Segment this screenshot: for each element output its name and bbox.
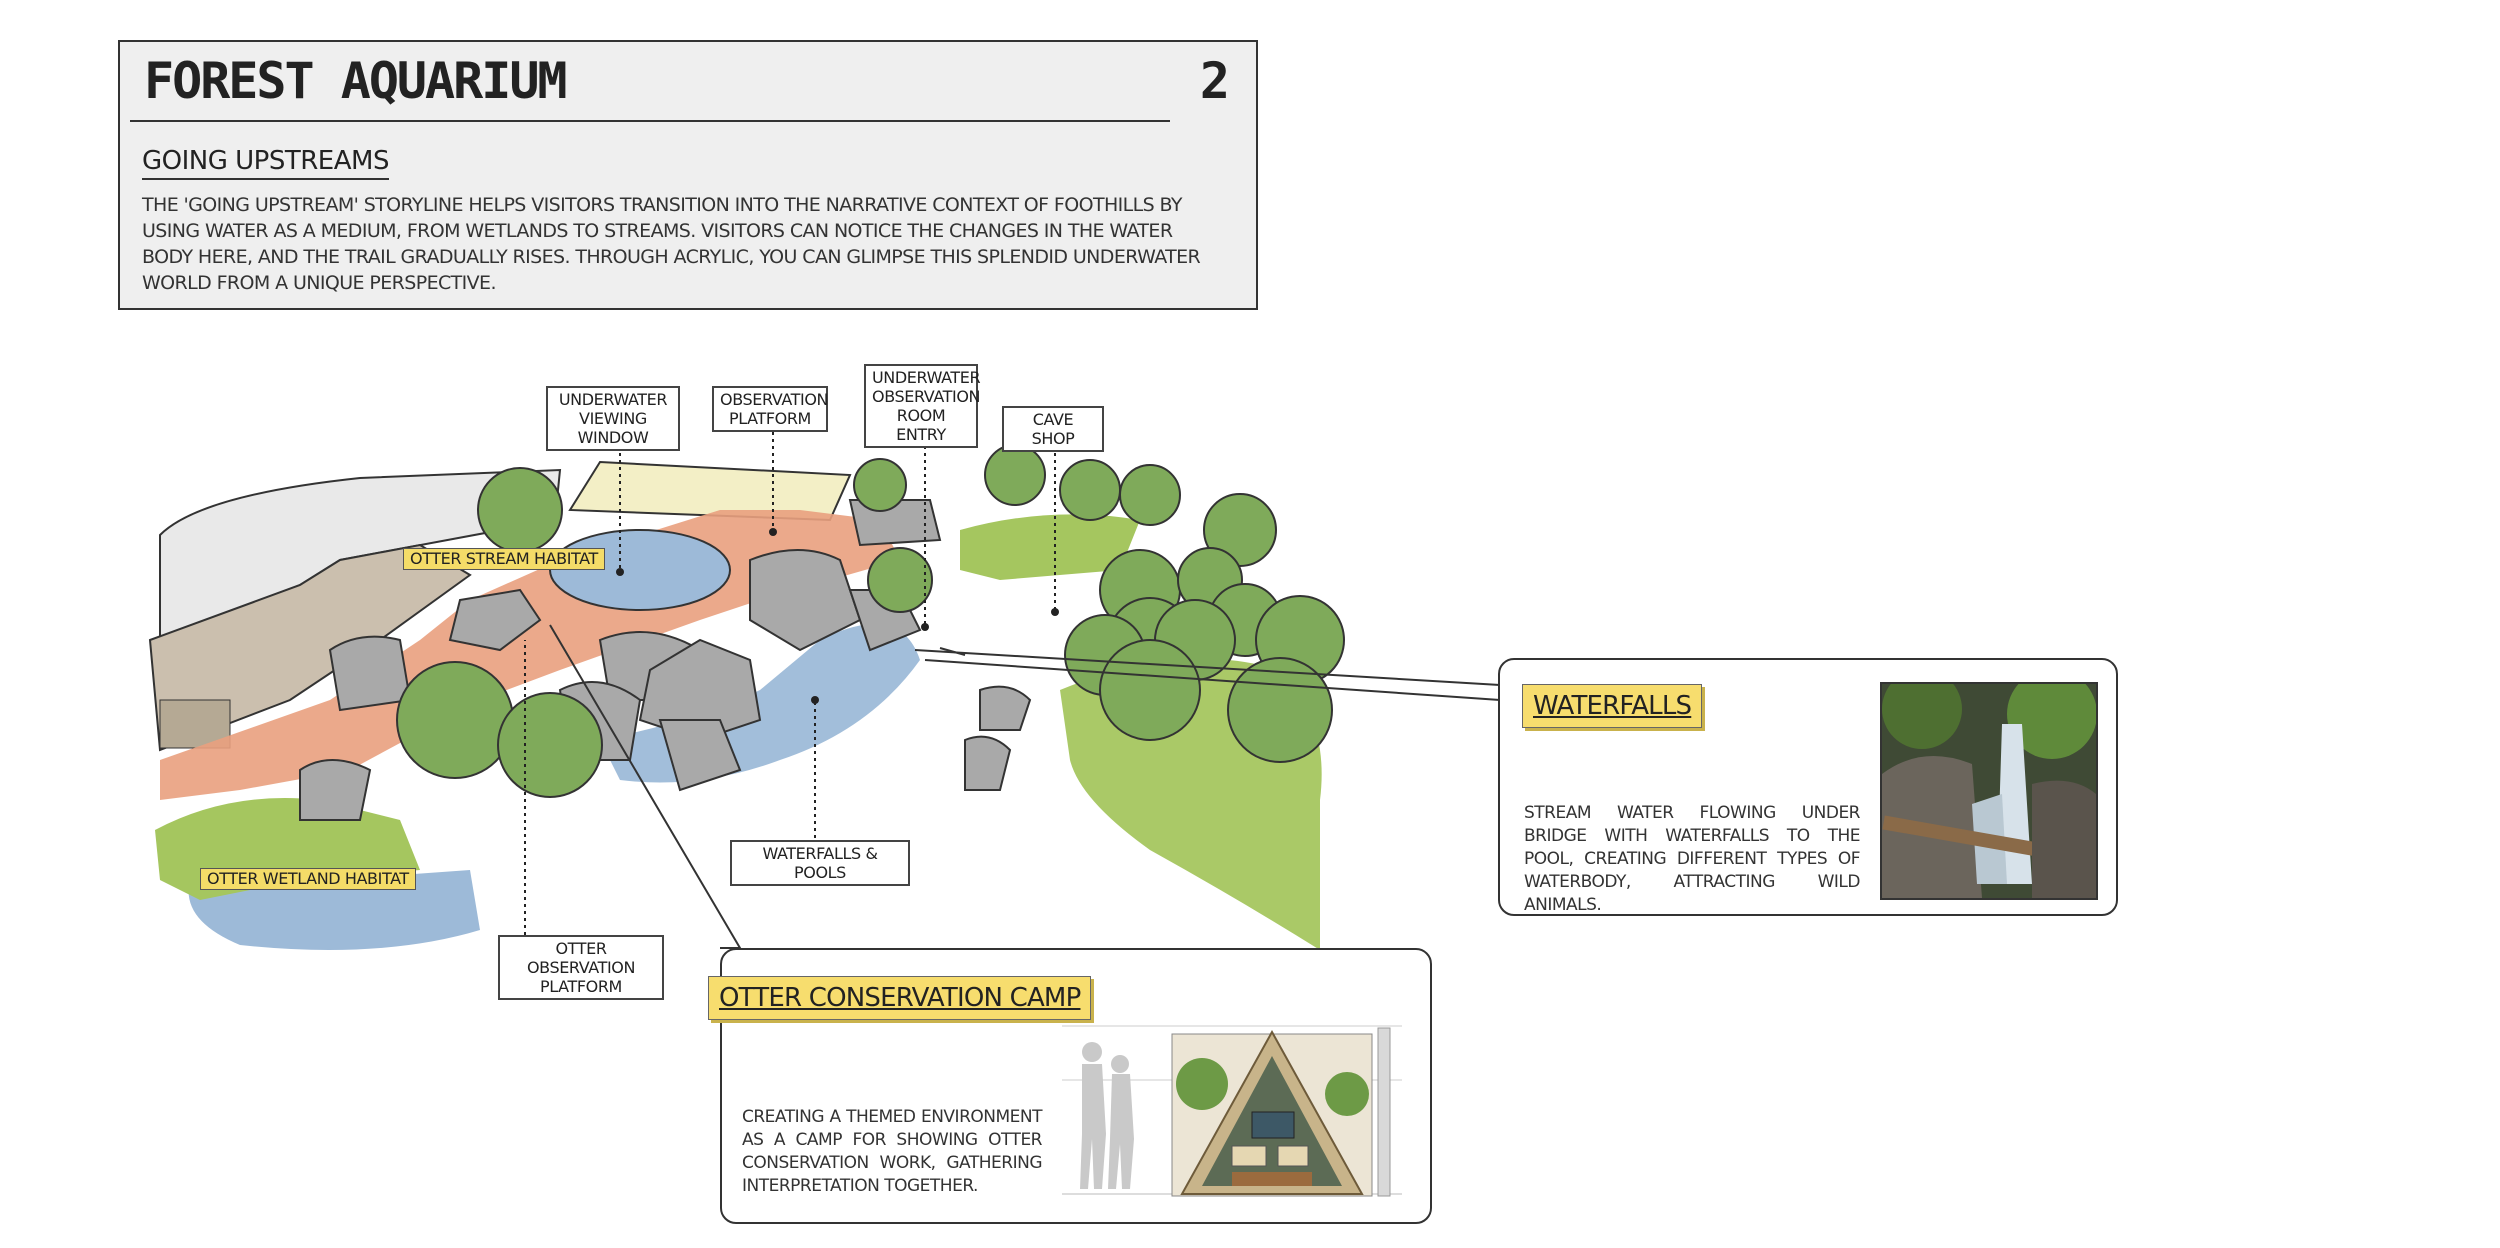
- title-divider: [130, 120, 1170, 122]
- otter-camp-title: OTTER CONSERVATION CAMP: [708, 976, 1092, 1020]
- label-leaders: [524, 432, 1056, 935]
- waterfall-image: [1882, 684, 2096, 898]
- label-waterfalls-pools: WATERFALLS & POOLS: [730, 840, 910, 886]
- page-number: 2: [1199, 52, 1230, 110]
- page-title: FOREST AQUARIUM: [144, 52, 568, 110]
- section-description: THE 'GOING UPSTREAM' STORYLINE HELPS VIS…: [142, 194, 1201, 294]
- header-panel: FOREST AQUARIUM 2 GOING UPSTREAMS THE 'G…: [118, 40, 1258, 310]
- label-underwater-observation-room-entry: UNDERWATER OBSERVATION ROOM ENTRY: [864, 364, 981, 448]
- section-subtitle: GOING UPSTREAMS: [142, 146, 389, 180]
- lower-pool: [188, 870, 481, 950]
- waterfalls-title: WATERFALLS: [1522, 684, 1703, 728]
- stream-pool: [549, 529, 731, 611]
- label-observation-platform: OBSERVATION PLATFORM: [712, 386, 828, 432]
- building-door: [159, 699, 231, 749]
- label-otter-wetland-habitat: OTTER WETLAND HABITAT: [200, 868, 416, 890]
- waterfalls-description: STREAM WATER FLOWING UNDER BRIDGE WITH W…: [1524, 803, 1861, 915]
- waterfalls-callout: WATERFALLS STREAM WATER FLOWING UNDER BR…: [1498, 658, 2118, 916]
- camp-illustration: [1062, 1025, 1402, 1197]
- upper-grass: [960, 514, 1140, 580]
- otter-camp-description: CREATING A THEMED ENVIRONMENT AS A CAMP …: [742, 1107, 1043, 1196]
- label-cave-shop: CAVE SHOP: [1002, 406, 1104, 452]
- waterfall-photo: [1880, 682, 2098, 900]
- leader-dots: [616, 528, 1059, 704]
- label-underwater-viewing-window: UNDERWATER VIEWING WINDOW: [546, 386, 680, 451]
- otter-camp-callout: OTTER CONSERVATION CAMP CREATING A THEME…: [708, 948, 1432, 1224]
- rock-cluster: [299, 499, 1032, 821]
- visitor-silhouettes: [1080, 1042, 1134, 1189]
- label-otter-observation-platform: OTTER OBSERVATION PLATFORM: [498, 935, 664, 1000]
- label-otter-stream-habitat: OTTER STREAM HABITAT: [403, 548, 605, 570]
